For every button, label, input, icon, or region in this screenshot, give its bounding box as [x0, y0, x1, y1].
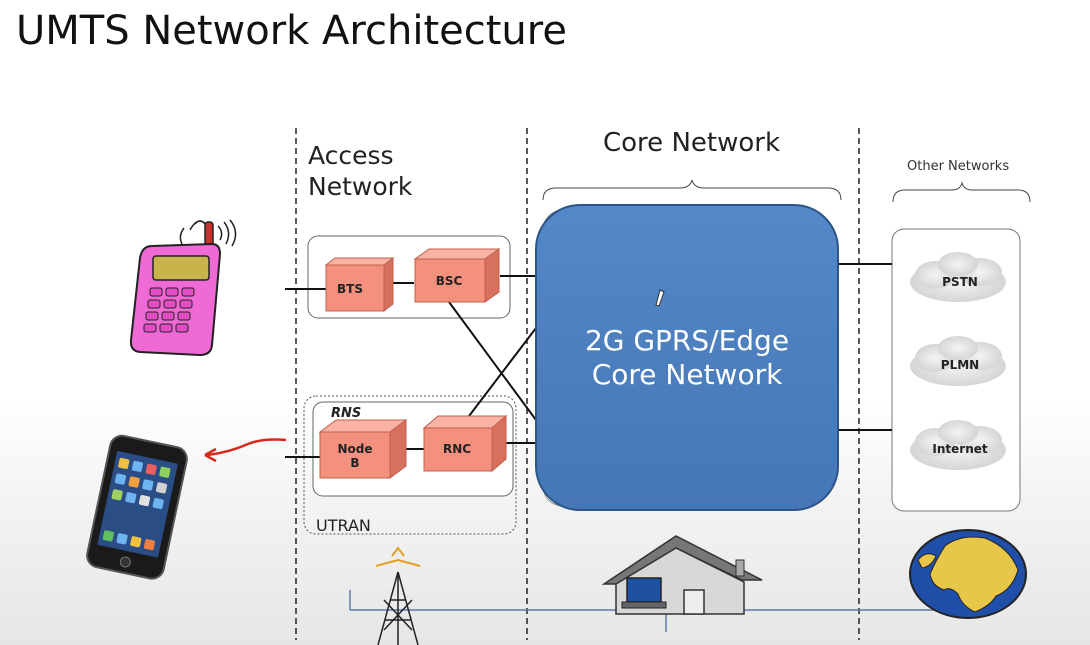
utran-group — [303, 395, 517, 535]
other-brace — [892, 181, 1031, 203]
internet-cloud — [910, 420, 1006, 470]
cell-tower-icon — [375, 546, 421, 645]
bsc-label: BSC — [436, 274, 463, 288]
core-network-heading: Core Network — [603, 128, 780, 158]
access-network-line-1: Access — [308, 141, 394, 170]
rns-label: RNS — [331, 406, 361, 421]
plmn-cloud — [910, 336, 1006, 386]
other-networks-heading: Other Networks — [907, 159, 1010, 174]
red-arrow — [207, 438, 287, 457]
access-network-line-2: Network — [308, 172, 413, 201]
utran-label: UTRAN — [316, 516, 371, 535]
bts-node — [324, 256, 395, 313]
network-label-plmn: PLMN — [941, 358, 979, 372]
rnc-label: RNC — [443, 442, 471, 456]
house-icon — [601, 535, 763, 615]
connections — [285, 263, 892, 458]
core-label-line-1: 2G GPRS/Edge — [584, 324, 790, 357]
core-brace — [542, 179, 842, 201]
globe-icon — [909, 529, 1027, 619]
rnc-node — [422, 414, 508, 473]
bts-label: BTS — [337, 282, 363, 296]
core-network-box — [535, 204, 839, 511]
bsc-node — [413, 248, 501, 303]
smartphone-icon — [86, 434, 188, 580]
nodeb-node — [318, 419, 408, 479]
core-label-line-2: Core Network — [591, 358, 783, 391]
access-network-label: Access Network — [308, 140, 412, 202]
pen-cursor-icon — [655, 289, 665, 307]
slide-title: UMTS Network Architecture — [16, 8, 567, 54]
feature-phone-icon — [129, 219, 237, 357]
red-arrow-head — [204, 447, 217, 463]
pstn-cloud — [910, 252, 1006, 302]
core-network-box-label: 2G GPRS/Edge Core Network — [536, 324, 838, 392]
network-label-internet: Internet — [932, 442, 987, 456]
network-label-pstn: PSTN — [942, 275, 978, 289]
